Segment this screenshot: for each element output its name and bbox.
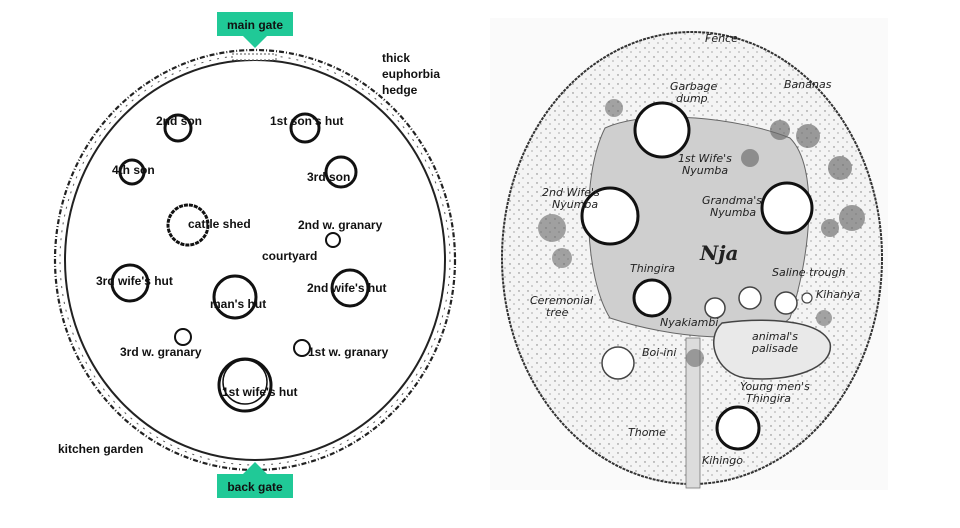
third-wife-label: 3rd wife's hut: [96, 274, 173, 288]
boiini-label: Boi-ini: [642, 346, 676, 359]
main-gate-arrow: [243, 36, 267, 48]
second-wife-label: 2nd wife's hut: [307, 281, 387, 295]
second-son-label: 2nd son: [156, 114, 202, 128]
first-wife-nyumba: [633, 101, 691, 159]
main-gate-opening: [231, 53, 277, 61]
back-gate-label: back gate: [227, 480, 283, 494]
thingira-label: Thingira: [630, 262, 675, 275]
saline-trough: [801, 292, 813, 304]
fourth-son-hut: [118, 158, 146, 186]
cattle-shed-label: cattle shed: [188, 217, 251, 231]
fence-label: Fence: [705, 32, 738, 45]
sketch-canvas: Fence Garbage dump Bananas 1st Wife's Ny…: [490, 18, 888, 490]
thingira-hut: [632, 278, 672, 318]
back-gate[interactable]: back gate: [217, 462, 293, 498]
nyakiambi-label: Nyakiambi: [660, 316, 718, 329]
man-hut: [212, 274, 258, 320]
ceremonial-label-2: tree: [546, 306, 569, 319]
second-wife-nyumba: [580, 186, 640, 246]
trees-west: [538, 99, 832, 367]
second-wife-granary: [325, 232, 341, 248]
first-wife-hut-inner: [222, 359, 268, 405]
grandma-label-1: Grandma's: [702, 194, 762, 207]
first-son-label: 1st son's hut: [270, 114, 344, 128]
second-wife-hut: [330, 268, 370, 308]
banana-grove: [741, 120, 865, 237]
first-wife-granary-label: 1st w. granary: [308, 345, 389, 359]
homestead-sketch: Fence Garbage dump Bananas 1st Wife's Ny…: [490, 18, 888, 490]
ceremonial-tree-mark: [601, 346, 635, 380]
first-wife-label-1: 1st Wife's: [678, 152, 732, 165]
third-wife-hut: [110, 263, 150, 303]
kitchen-garden-label: kitchen garden: [58, 442, 143, 456]
kihingo-label: Kihingo: [702, 454, 743, 467]
back-gate-arrow: [243, 462, 267, 474]
first-wife-label: 1st wife's hut: [222, 385, 298, 399]
path-to-gate: [685, 337, 701, 489]
second-wife-label-2: Nyumba: [552, 198, 598, 211]
saline-trough-label: Saline trough: [772, 266, 846, 279]
grandma-nyumba: [760, 181, 814, 235]
cattle-shed: [166, 203, 210, 247]
young-men-label-1: Young men's: [740, 380, 810, 393]
garbage-label-2: dump: [676, 92, 708, 105]
ceremonial-label-1: Ceremonial: [530, 294, 593, 307]
granary-3: [774, 291, 798, 315]
second-son-hut: [163, 113, 193, 143]
animal-palisade: [713, 319, 831, 380]
young-men-label-2: Thingira: [746, 392, 791, 405]
third-son-label: 3rd son: [307, 170, 350, 184]
hedge-label-line3: hedge: [382, 83, 418, 97]
hedge-label-line2: euphorbia: [382, 67, 440, 81]
third-wife-granary: [174, 328, 192, 346]
third-son-hut: [324, 155, 358, 189]
granary-2: [738, 286, 762, 310]
bananas-label: Bananas: [784, 78, 832, 91]
homestead-schematic: main gate back gate thick euphorbia hedg…: [40, 0, 480, 528]
young-men-thingira: [715, 405, 761, 451]
schematic-canvas: main gate back gate thick euphorbia hedg…: [53, 12, 457, 498]
palisade-label-1: animal's: [752, 330, 798, 343]
first-wife-label-2: Nyumba: [682, 164, 728, 177]
first-wife-granary: [293, 339, 311, 357]
courtyard-label: courtyard: [262, 249, 317, 263]
man-hut-label: man's hut: [210, 297, 266, 311]
first-son-hut: [289, 112, 321, 144]
palisade-label-2: palisade: [751, 342, 798, 355]
main-gate-box: [217, 12, 293, 36]
nja-label: Nja: [699, 241, 738, 265]
second-wife-granary-label: 2nd w. granary: [298, 218, 383, 232]
hedge-label-line1: thick: [382, 51, 410, 65]
main-gate[interactable]: main gate: [217, 12, 293, 48]
back-gate-box: [217, 474, 293, 498]
inner-hedge-ring: [64, 59, 446, 461]
hedge-thorns: [59, 54, 451, 466]
outer-hedge-ring: [53, 48, 457, 472]
main-gate-label: main gate: [227, 18, 283, 32]
granary-1: [704, 297, 726, 319]
fourth-son-label: 4th son: [112, 163, 155, 177]
kihanya-label: Kihanya: [816, 288, 860, 301]
grandma-label-2: Nyumba: [710, 206, 756, 219]
first-wife-hut: [217, 357, 273, 413]
second-wife-label-1: 2nd Wife's: [542, 186, 600, 199]
thome-label: Thome: [628, 426, 666, 439]
third-wife-granary-label: 3rd w. granary: [120, 345, 202, 359]
garbage-label-1: Garbage: [670, 80, 717, 93]
